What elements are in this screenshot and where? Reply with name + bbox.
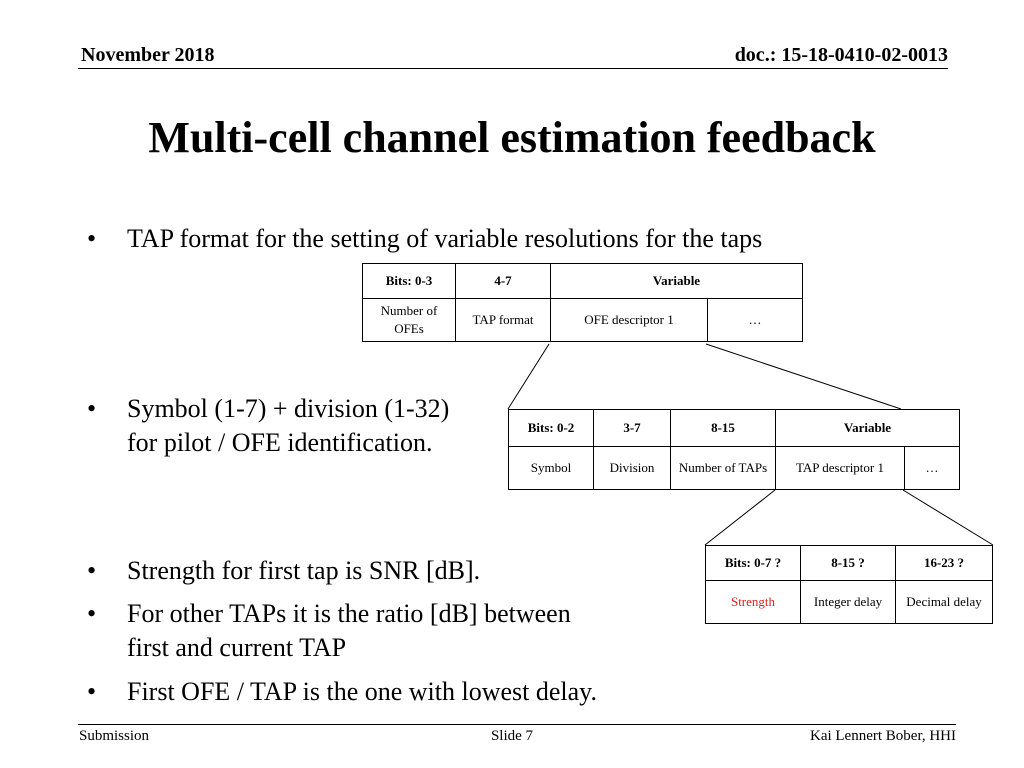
table-cell: Symbol (508, 446, 594, 490)
bullet-marker: • (87, 224, 97, 253)
table-cell: TAP format (455, 298, 551, 342)
ofe-descriptor-table: Bits: 0-2 3-7 8-15 Variable Symbol Divis… (508, 409, 960, 490)
bullet-tap-format: • TAP format for the setting of variable… (87, 222, 887, 256)
tap-descriptor-table: Bits: 0-7 ? 8-15 ? 16-23 ? Strength Inte… (705, 545, 993, 624)
table-header-cell: Bits: 0-2 (508, 409, 594, 447)
table-cell: OFE descriptor 1 (550, 298, 708, 342)
table-header-cell: 3-7 (593, 409, 671, 447)
connector-line (507, 343, 550, 410)
connector-line (704, 489, 776, 546)
footer-rule (78, 724, 956, 725)
slide-title: Multi-cell channel estimation feedback (148, 113, 876, 162)
table-row: Number of OFEs TAP format OFE descriptor… (362, 298, 803, 342)
table-header-row: Bits: 0-7 ? 8-15 ? 16-23 ? (705, 545, 993, 581)
bullet-line: Symbol (1-7) + division (1-32) (127, 394, 450, 423)
table-header-cell: 4-7 (455, 263, 551, 299)
bullet-marker: • (87, 677, 97, 706)
bullet-strength-snr: • Strength for first tap is SNR [dB]. (87, 554, 687, 588)
table-cell: Decimal delay (895, 580, 993, 624)
table-header-cell: Bits: 0-3 (362, 263, 456, 299)
bullet-line: for pilot / OFE identification. (127, 428, 433, 457)
table-header-cell: Variable (775, 409, 960, 447)
table-header-cell: Bits: 0-7 ? (705, 545, 801, 581)
connector-line (902, 489, 994, 546)
bullet-text: Symbol (1-7) + division (1-32) for pilot… (127, 392, 449, 460)
table-cell: Integer delay (800, 580, 896, 624)
bullet-text: For other TAPs it is the ratio [dB] betw… (127, 597, 571, 665)
bullet-text: First OFE / TAP is the one with lowest d… (127, 677, 597, 706)
ofe-format-table: Bits: 0-3 4-7 Variable Number of OFEs TA… (362, 263, 803, 342)
footer-slide-number: Slide 7 (490, 728, 534, 744)
bullet-text: Strength for first tap is SNR [dB]. (127, 556, 481, 585)
table-header-cell: Variable (550, 263, 803, 299)
header-date: November 2018 (81, 44, 215, 66)
header-doc-id: doc.: 15-18-0410-02-0013 (734, 44, 948, 66)
connector-line (705, 343, 902, 410)
table-row: Symbol Division Number of TAPs TAP descr… (508, 446, 960, 490)
table-cell-strength: Strength (705, 580, 801, 624)
table-cell: … (707, 298, 803, 342)
bullet-marker: • (87, 599, 97, 628)
bullet-marker: • (87, 556, 97, 585)
table-header-cell: 16-23 ? (895, 545, 993, 581)
table-row: Strength Integer delay Decimal delay (705, 580, 993, 624)
bullet-first-ofe: • First OFE / TAP is the one with lowest… (87, 675, 707, 709)
table-header-cell: 8-15 (670, 409, 776, 447)
table-cell: Division (593, 446, 671, 490)
bullet-text: TAP format for the setting of variable r… (127, 224, 763, 253)
table-header-row: Bits: 0-2 3-7 8-15 Variable (508, 409, 960, 447)
table-cell: Number of OFEs (362, 298, 456, 342)
footer-author: Kai Lennert Bober, HHI (809, 728, 956, 744)
bullet-marker: • (87, 394, 97, 423)
bullet-other-taps: • For other TAPs it is the ratio [dB] be… (87, 597, 647, 667)
bullet-line: first and current TAP (127, 633, 347, 662)
table-cell: … (904, 446, 960, 490)
table-header-row: Bits: 0-3 4-7 Variable (362, 263, 803, 299)
footer-submission: Submission (79, 728, 150, 744)
header-rule (78, 68, 948, 69)
table-cell: TAP descriptor 1 (775, 446, 905, 490)
bullet-symbol-division: • Symbol (1-7) + division (1-32) for pil… (87, 392, 507, 462)
table-header-cell: 8-15 ? (800, 545, 896, 581)
table-cell: Number of TAPs (670, 446, 776, 490)
bullet-line: For other TAPs it is the ratio [dB] betw… (127, 599, 571, 628)
